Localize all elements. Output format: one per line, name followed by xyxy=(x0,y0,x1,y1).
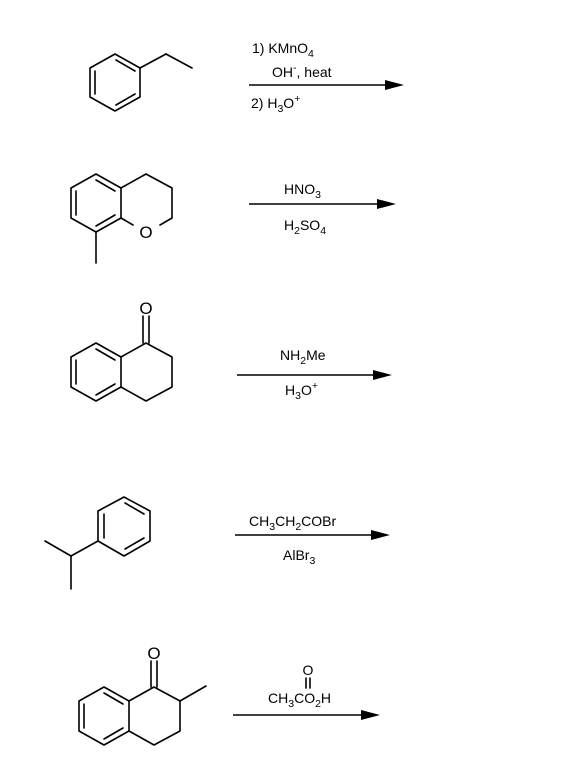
pyran-ring-bond xyxy=(120,217,134,226)
reagent-line: H3O+ xyxy=(285,380,318,402)
reagents-reaction-4: CH3CH2COBr AlBr3 xyxy=(249,513,336,567)
methylchroman-molecule: O xyxy=(70,173,173,264)
aromatic-double-bond xyxy=(115,59,136,72)
reagents-reaction-1: 1) KMnO4 OH-, heat 2) H3O+ xyxy=(251,40,332,115)
oxygen-atom: O xyxy=(139,223,152,242)
aromatic-double-bond xyxy=(95,214,116,227)
reagent-line: 2) H3O+ xyxy=(251,93,300,115)
reaction-arrow-3 xyxy=(237,370,392,380)
aromatic-double-bond xyxy=(115,93,136,106)
ethylbenzene-molecule xyxy=(89,53,193,112)
methyl-bond xyxy=(179,685,207,702)
reagent-line: O xyxy=(303,662,314,678)
aromatic-double-bond xyxy=(95,383,116,396)
reagent-line: AlBr3 xyxy=(283,547,315,567)
reagent-line: 1) KMnO4 xyxy=(252,40,314,60)
reaction-arrow-5 xyxy=(233,710,380,720)
aromatic-double-bond xyxy=(103,727,124,740)
aromatic-double-bond xyxy=(124,502,145,515)
isopropylbenzene-molecule xyxy=(44,496,151,590)
reagent-line: H2SO4 xyxy=(284,217,326,237)
isopropyl-bond xyxy=(70,540,99,557)
oxygen-atom: O xyxy=(147,644,160,663)
reagent-line: HNO3 xyxy=(284,181,321,201)
methyltetralone-molecule: O xyxy=(78,644,207,746)
reaction-arrow-1 xyxy=(249,80,404,90)
aromatic-double-bond xyxy=(95,179,116,192)
aromatic-double-bond xyxy=(103,692,124,705)
reagent-line: CH3CO2H xyxy=(268,690,331,710)
reaction-arrow-2 xyxy=(249,199,396,209)
oxygen-atom: O xyxy=(139,299,152,318)
benzene-ring xyxy=(97,496,151,557)
tetralone-molecule: O xyxy=(70,299,173,402)
reagent-line: NH2Me xyxy=(280,347,326,367)
reagents-reaction-3: NH2Me H3O+ xyxy=(280,347,326,402)
reaction-arrow-4 xyxy=(235,530,390,540)
cyclohexanone-ring xyxy=(128,686,181,746)
benzene-ring xyxy=(70,173,122,233)
reagents-reaction-5: O CH3CO2H xyxy=(268,662,331,710)
benzene-ring xyxy=(78,686,130,746)
reagents-reaction-2: HNO3 H2SO4 xyxy=(284,181,326,237)
reagent-line: CH3CH2COBr xyxy=(249,513,336,533)
ethyl-bond xyxy=(139,53,167,69)
benzene-ring xyxy=(89,53,141,112)
cyclohexanone-ring xyxy=(120,342,173,402)
isopropyl-methyl-bond xyxy=(44,540,72,557)
reagent-line: OH-, heat xyxy=(272,62,332,80)
ethyl-bond xyxy=(165,53,193,69)
benzene-ring xyxy=(70,342,122,402)
aromatic-double-bond xyxy=(95,348,116,361)
pyran-ring xyxy=(120,173,173,226)
aromatic-double-bond xyxy=(124,537,145,550)
